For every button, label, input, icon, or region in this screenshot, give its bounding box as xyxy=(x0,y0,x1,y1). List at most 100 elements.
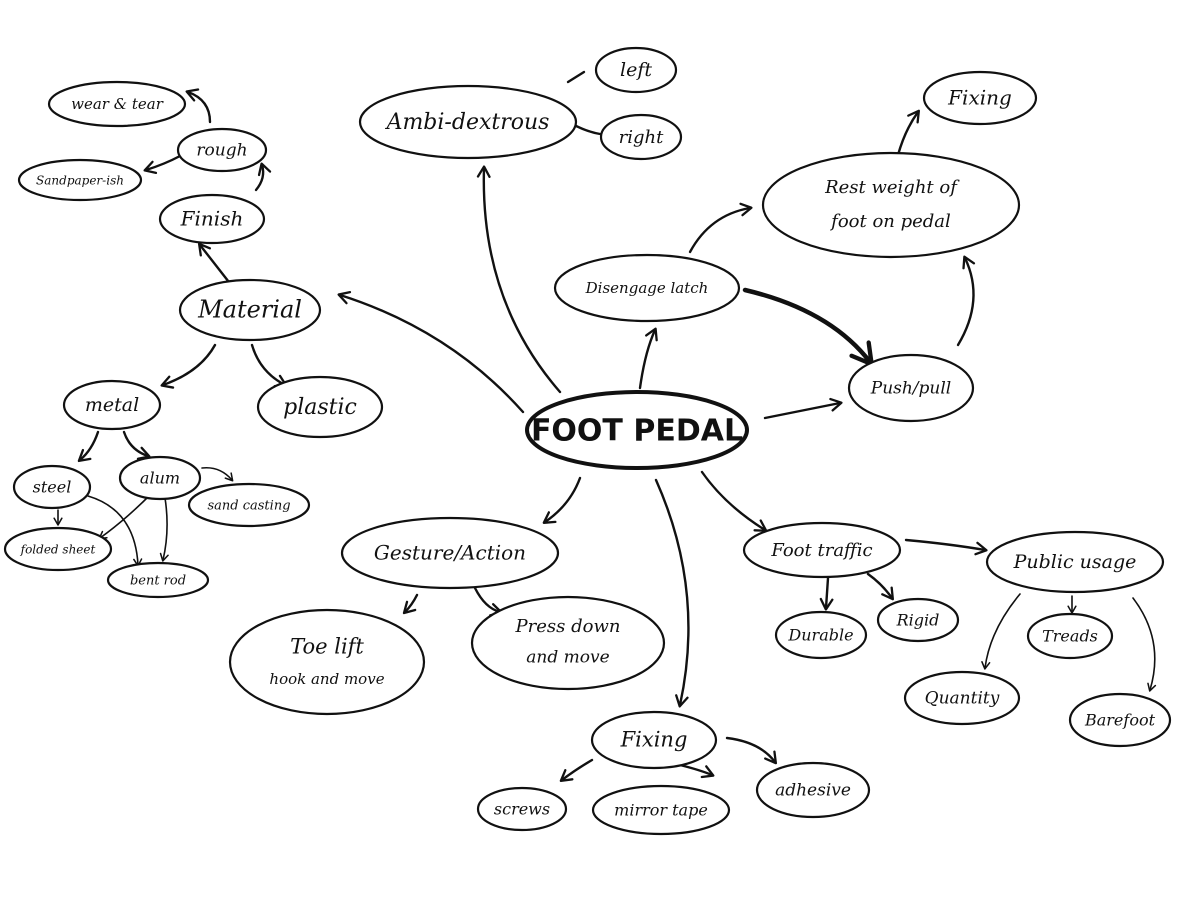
edge-fixing-mirrortape xyxy=(678,763,715,779)
svg-text:mirror tape: mirror tape xyxy=(614,801,708,820)
node-foot-pedal: FOOT PEDAL xyxy=(525,390,749,470)
node-screws: screws xyxy=(476,786,568,832)
node-adhesive: adhesive xyxy=(755,761,871,819)
node-public-usage: Public usage xyxy=(985,530,1165,594)
svg-text:right: right xyxy=(619,127,664,148)
edge-alum-sandcasting xyxy=(201,466,234,482)
edge-metal-steel xyxy=(77,430,100,463)
node-plastic: plastic xyxy=(256,375,384,439)
svg-text:rough: rough xyxy=(196,141,247,161)
svg-text:Quantity: Quantity xyxy=(925,689,1000,709)
svg-text:Barefoot: Barefoot xyxy=(1084,711,1156,730)
edge-foottraffic-public xyxy=(904,538,988,556)
edge-disengage-pushpull xyxy=(742,287,874,367)
node-mirror-tape: mirror tape xyxy=(591,784,731,836)
connections xyxy=(53,70,1157,783)
svg-text:foot on pedal: foot on pedal xyxy=(829,211,951,232)
edge-central-pushpull xyxy=(763,397,843,420)
svg-text:Material: Material xyxy=(197,296,302,324)
svg-text:hook and move: hook and move xyxy=(269,670,384,688)
node-barefoot: Barefoot xyxy=(1068,692,1172,748)
node-quantity: Quantity xyxy=(903,670,1021,726)
svg-text:Toe lift: Toe lift xyxy=(290,635,364,659)
svg-text:Push/pull: Push/pull xyxy=(870,379,952,399)
node-toe-lift: Toe lift hook and move xyxy=(228,608,426,716)
node-finish: Finish xyxy=(158,193,266,245)
edge-fixing-adhesive xyxy=(725,736,778,765)
svg-text:Public usage: Public usage xyxy=(1013,551,1137,573)
node-fixing-top: Fixing xyxy=(922,70,1038,126)
node-fixing: Fixing xyxy=(590,710,718,770)
node-alum: alum xyxy=(118,455,202,501)
svg-text:left: left xyxy=(620,59,652,81)
edge-disengage-restweight xyxy=(688,202,753,254)
svg-text:Ambi-dextrous: Ambi-dextrous xyxy=(385,110,550,135)
edge-central-material xyxy=(337,290,525,414)
node-right: right xyxy=(599,113,683,161)
node-treads: Treads xyxy=(1026,612,1114,660)
edge-central-foottraffic xyxy=(700,470,768,532)
node-wear-tear: wear & tear xyxy=(47,80,187,128)
node-press-down: Press down and move xyxy=(470,595,666,691)
node-label: FOOT PEDAL xyxy=(531,414,743,449)
edge-central-ambidextrous xyxy=(476,165,562,394)
node-ambidextrous: Ambi-dextrous xyxy=(358,84,578,160)
edge-metal-alum xyxy=(122,430,151,460)
node-left: left xyxy=(594,46,678,94)
svg-text:folded sheet: folded sheet xyxy=(20,543,96,557)
svg-text:Rest weight of: Rest weight of xyxy=(824,177,960,198)
node-disengage-latch: Disengage latch xyxy=(553,253,741,323)
edge-public-barefoot xyxy=(1132,597,1157,692)
svg-text:and move: and move xyxy=(526,648,609,668)
edge-rough-weartear xyxy=(185,88,212,124)
svg-text:Finish: Finish xyxy=(180,207,244,231)
edge-ambi-right xyxy=(572,123,602,136)
edge-central-fixing xyxy=(654,478,690,708)
edge-restweight-fixing xyxy=(896,109,920,157)
svg-text:Fixing: Fixing xyxy=(947,86,1012,110)
svg-text:steel: steel xyxy=(33,478,72,497)
edge-material-plastic xyxy=(250,343,288,388)
edge-central-gesture xyxy=(542,476,582,524)
edge-gesture-toelift xyxy=(402,593,419,615)
node-sand-casting: sand casting xyxy=(187,482,311,528)
node-steel: steel xyxy=(12,464,92,510)
svg-text:screws: screws xyxy=(494,800,550,819)
svg-text:Disengage latch: Disengage latch xyxy=(585,279,709,297)
node-material: Material xyxy=(178,278,322,342)
svg-text:Fixing: Fixing xyxy=(620,728,688,752)
edge-foottraffic-rigid xyxy=(866,572,894,601)
node-push-pull: Push/pull xyxy=(847,353,975,423)
edge-fixing-screws xyxy=(559,758,594,783)
node-durable: Durable xyxy=(774,610,868,660)
svg-text:Sandpaper-ish: Sandpaper-ish xyxy=(36,174,124,188)
svg-text:wear & tear: wear & tear xyxy=(71,95,164,113)
edge-rough-sandpaper xyxy=(143,154,182,175)
svg-text:Durable: Durable xyxy=(787,626,853,645)
svg-text:metal: metal xyxy=(85,394,139,416)
node-rest-weight: Rest weight of foot on pedal xyxy=(761,151,1021,259)
svg-text:Gesture/Action: Gesture/Action xyxy=(374,541,526,565)
node-metal: metal xyxy=(62,379,162,431)
node-folded-sheet: folded sheet xyxy=(3,526,113,572)
svg-text:Treads: Treads xyxy=(1042,627,1098,646)
node-rough: rough xyxy=(176,127,268,173)
edge-public-quantity xyxy=(981,593,1021,670)
svg-text:alum: alum xyxy=(140,469,180,488)
node-rigid: Rigid xyxy=(876,597,960,643)
edge-finish-rough xyxy=(254,162,272,192)
svg-text:Press down: Press down xyxy=(515,616,621,637)
edge-alum-folded xyxy=(98,494,151,540)
edge-steel-bentrod xyxy=(87,495,143,567)
edge-central-disengage xyxy=(638,327,658,390)
edge-ambi-left xyxy=(566,70,586,84)
edge-alum-bentrod xyxy=(159,497,169,562)
svg-text:Foot traffic: Foot traffic xyxy=(770,540,872,561)
node-gesture-action: Gesture/Action xyxy=(340,516,560,590)
node-sandpaper-ish: Sandpaper-ish xyxy=(17,158,143,202)
svg-text:bent rod: bent rod xyxy=(130,574,186,589)
edge-gesture-pressdown xyxy=(473,586,503,617)
node-foot-traffic: Foot traffic xyxy=(742,521,902,579)
svg-text:sand casting: sand casting xyxy=(207,499,290,514)
